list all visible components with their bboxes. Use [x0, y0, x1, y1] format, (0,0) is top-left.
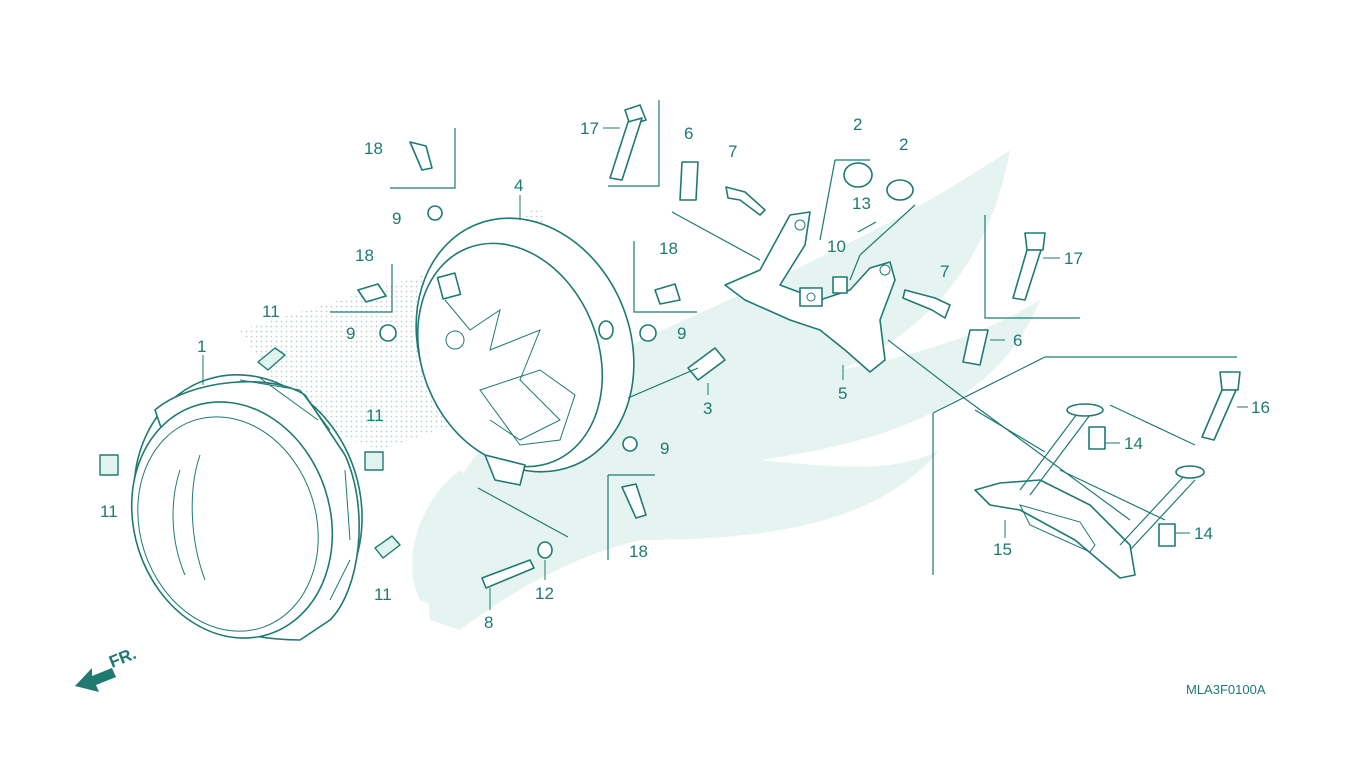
- headlight-bracket: [724, 211, 896, 373]
- callout-12: 12: [535, 584, 554, 603]
- fasteners: [99, 104, 1241, 589]
- callout-8: 8: [484, 613, 493, 632]
- headlight-stay: [974, 403, 1205, 579]
- callout-10: 10: [827, 237, 846, 256]
- callout-4: 4: [514, 176, 523, 195]
- callout-7: 7: [940, 262, 949, 281]
- headlight-case: [415, 217, 635, 486]
- callout-18: 18: [659, 239, 678, 258]
- callout-18: 18: [629, 542, 648, 561]
- callout-17: 17: [1064, 249, 1083, 268]
- callout-1: 1: [197, 337, 206, 356]
- headlight-lens-unit: [130, 373, 363, 641]
- callout-9: 9: [392, 209, 401, 228]
- callout-11: 11: [100, 502, 118, 521]
- callout-14: 14: [1194, 524, 1213, 543]
- callout-11: 11: [262, 302, 280, 321]
- callout-9: 9: [660, 439, 669, 458]
- callout-14: 14: [1124, 434, 1143, 453]
- callout-11: 11: [374, 585, 392, 604]
- front-direction-arrow: FR.: [75, 644, 139, 692]
- callout-6: 6: [684, 124, 693, 143]
- callout-18: 18: [364, 139, 383, 158]
- diagram-code: MLA3F0100A: [1186, 682, 1266, 697]
- callout-9: 9: [346, 324, 355, 343]
- callout-6: 6: [1013, 331, 1022, 350]
- front-direction-label: FR.: [106, 644, 139, 672]
- callout-3: 3: [703, 399, 712, 418]
- callout-labels: 1 2 2 3 4 5 6 6 7 7 8 9 9 9 9 10 11 11 1…: [100, 115, 1270, 632]
- callout-7: 7: [728, 142, 737, 161]
- callout-2: 2: [853, 115, 862, 134]
- callout-9: 9: [677, 324, 686, 343]
- callout-13: 13: [852, 194, 871, 213]
- callout-11: 11: [366, 406, 384, 425]
- callout-2: 2: [899, 135, 908, 154]
- callout-5: 5: [838, 384, 847, 403]
- callout-15: 15: [993, 540, 1012, 559]
- callout-17: 17: [580, 119, 599, 138]
- leader-lines: [330, 100, 1237, 575]
- callout-16: 16: [1251, 398, 1270, 417]
- callout-ticks: [202, 127, 1248, 610]
- callout-18: 18: [355, 246, 374, 265]
